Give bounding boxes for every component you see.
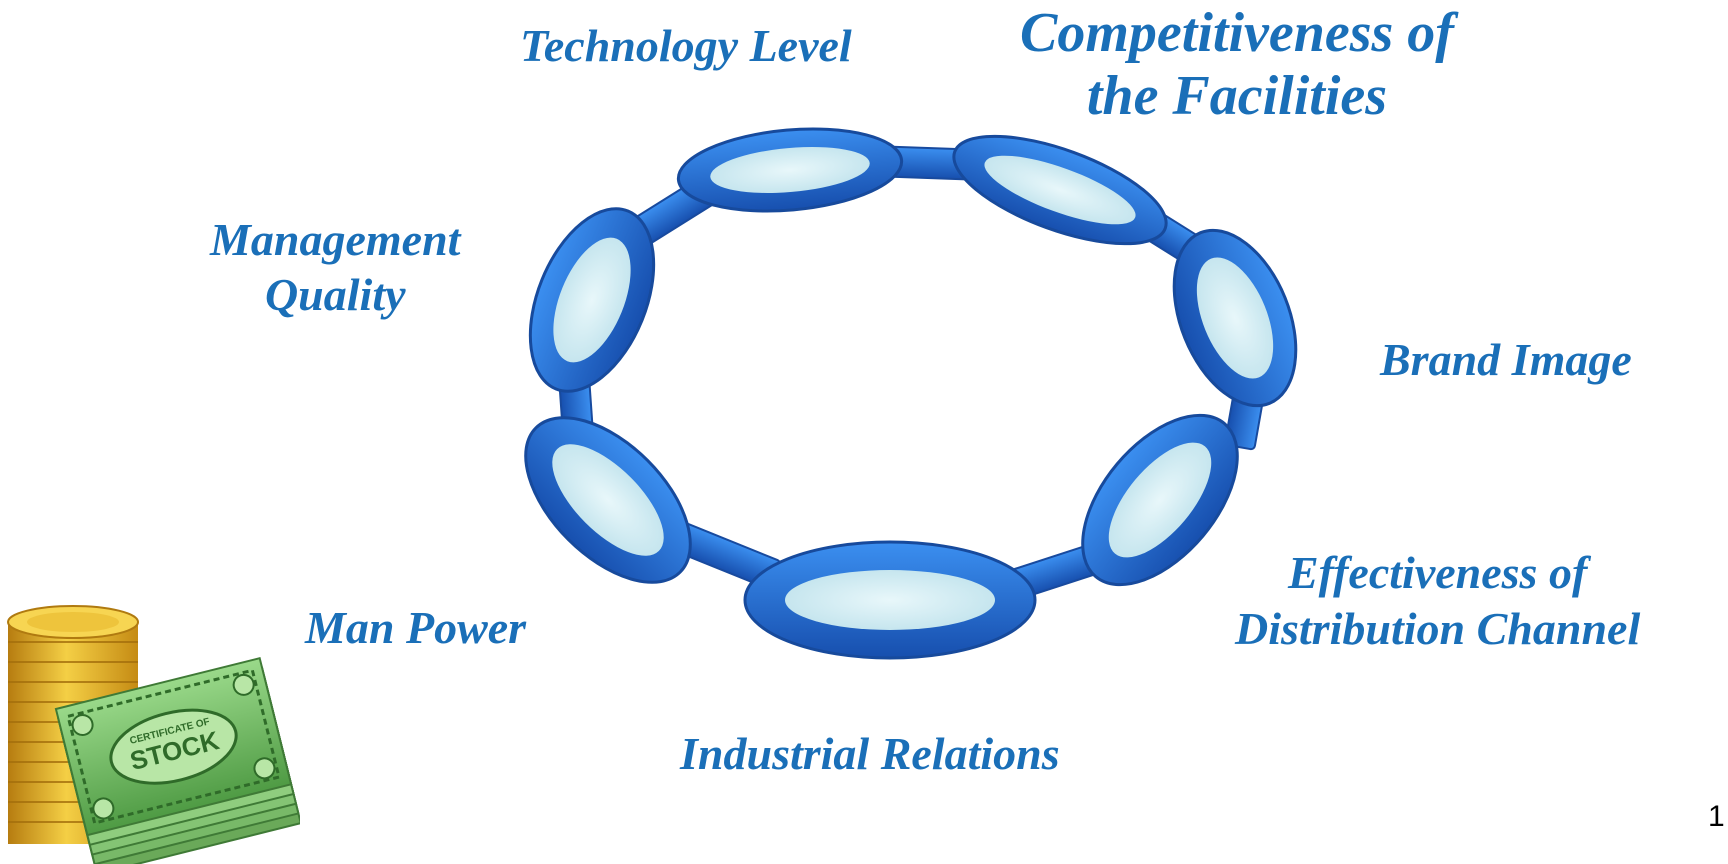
label-brand-image: Brand Image xyxy=(1380,334,1632,385)
chain-links xyxy=(524,127,1298,660)
link-competitiveness xyxy=(952,134,1168,246)
stock-bills: CERTIFICATE OF STOCK xyxy=(54,656,300,864)
money-clipart: CERTIFICATE OF STOCK xyxy=(7,605,300,864)
label-technology-level: Technology Level xyxy=(520,20,852,71)
link-brand xyxy=(1172,228,1298,408)
page-number: 1 xyxy=(1708,800,1725,833)
link-management xyxy=(528,207,656,393)
label-management-quality: Management Quality xyxy=(210,214,461,321)
link-effectiveness xyxy=(1081,413,1239,587)
link-industrial xyxy=(743,540,1037,660)
label-competitiveness-of-facilities: Competitiveness of the Facilities xyxy=(1020,2,1454,127)
link-manpower xyxy=(524,416,692,584)
label-effectiveness-distribution-channel: Effectiveness of Distribution Channel xyxy=(1235,547,1641,655)
link-technology xyxy=(676,127,904,213)
label-man-power: Man Power xyxy=(305,602,527,653)
label-industrial-relations: Industrial Relations xyxy=(680,728,1060,779)
